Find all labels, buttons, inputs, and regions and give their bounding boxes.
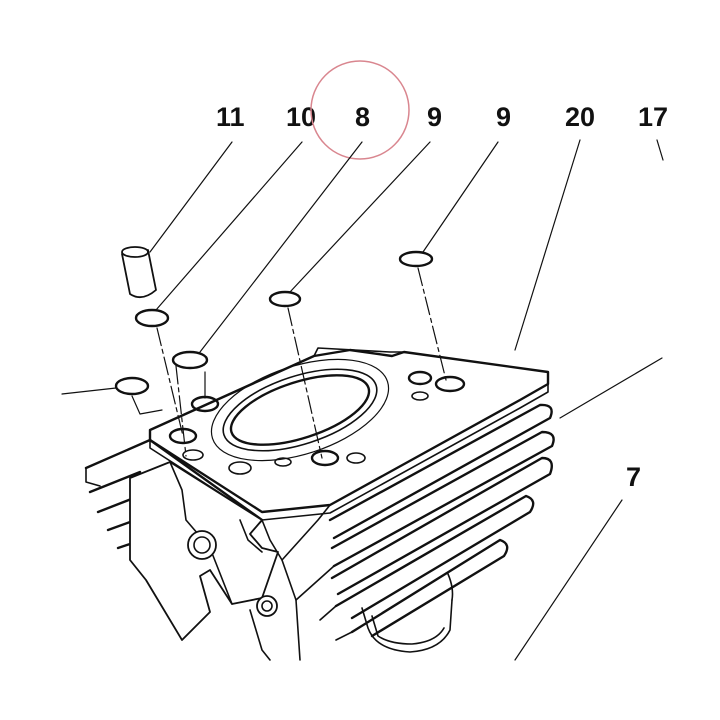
leader-line-9-first [289,141,431,293]
leader-line-10 [155,141,303,311]
leader-line-11 [149,141,233,253]
highlight-circle [310,60,410,160]
o-ring-9-second [398,250,434,268]
leader-line-7 [514,499,623,661]
leader-line-9-second [422,141,499,253]
o-ring-left [114,376,150,396]
leader-lines [61,139,664,661]
callout-20: 20 [565,102,595,132]
o-ring-8 [171,350,209,370]
leader-line-20 [514,139,581,351]
cylinder-body [84,347,555,661]
leader-line-17-body [559,357,663,419]
leader-line-8 [199,141,363,353]
leader-line-17 [656,139,664,161]
dowel-pin-11 [121,246,157,299]
callout-7: 7 [626,462,641,492]
callout-17: 17 [638,102,668,132]
callout-11: 11 [216,102,245,132]
callout-8: 8 [355,102,370,132]
o-ring-10 [134,308,170,328]
leader-line-left-oring [61,387,117,395]
callout-9-first: 9 [427,102,442,132]
assembly-guide-lines [131,267,447,459]
o-ring-9-first [268,290,302,308]
callout-9-second: 9 [496,102,511,132]
